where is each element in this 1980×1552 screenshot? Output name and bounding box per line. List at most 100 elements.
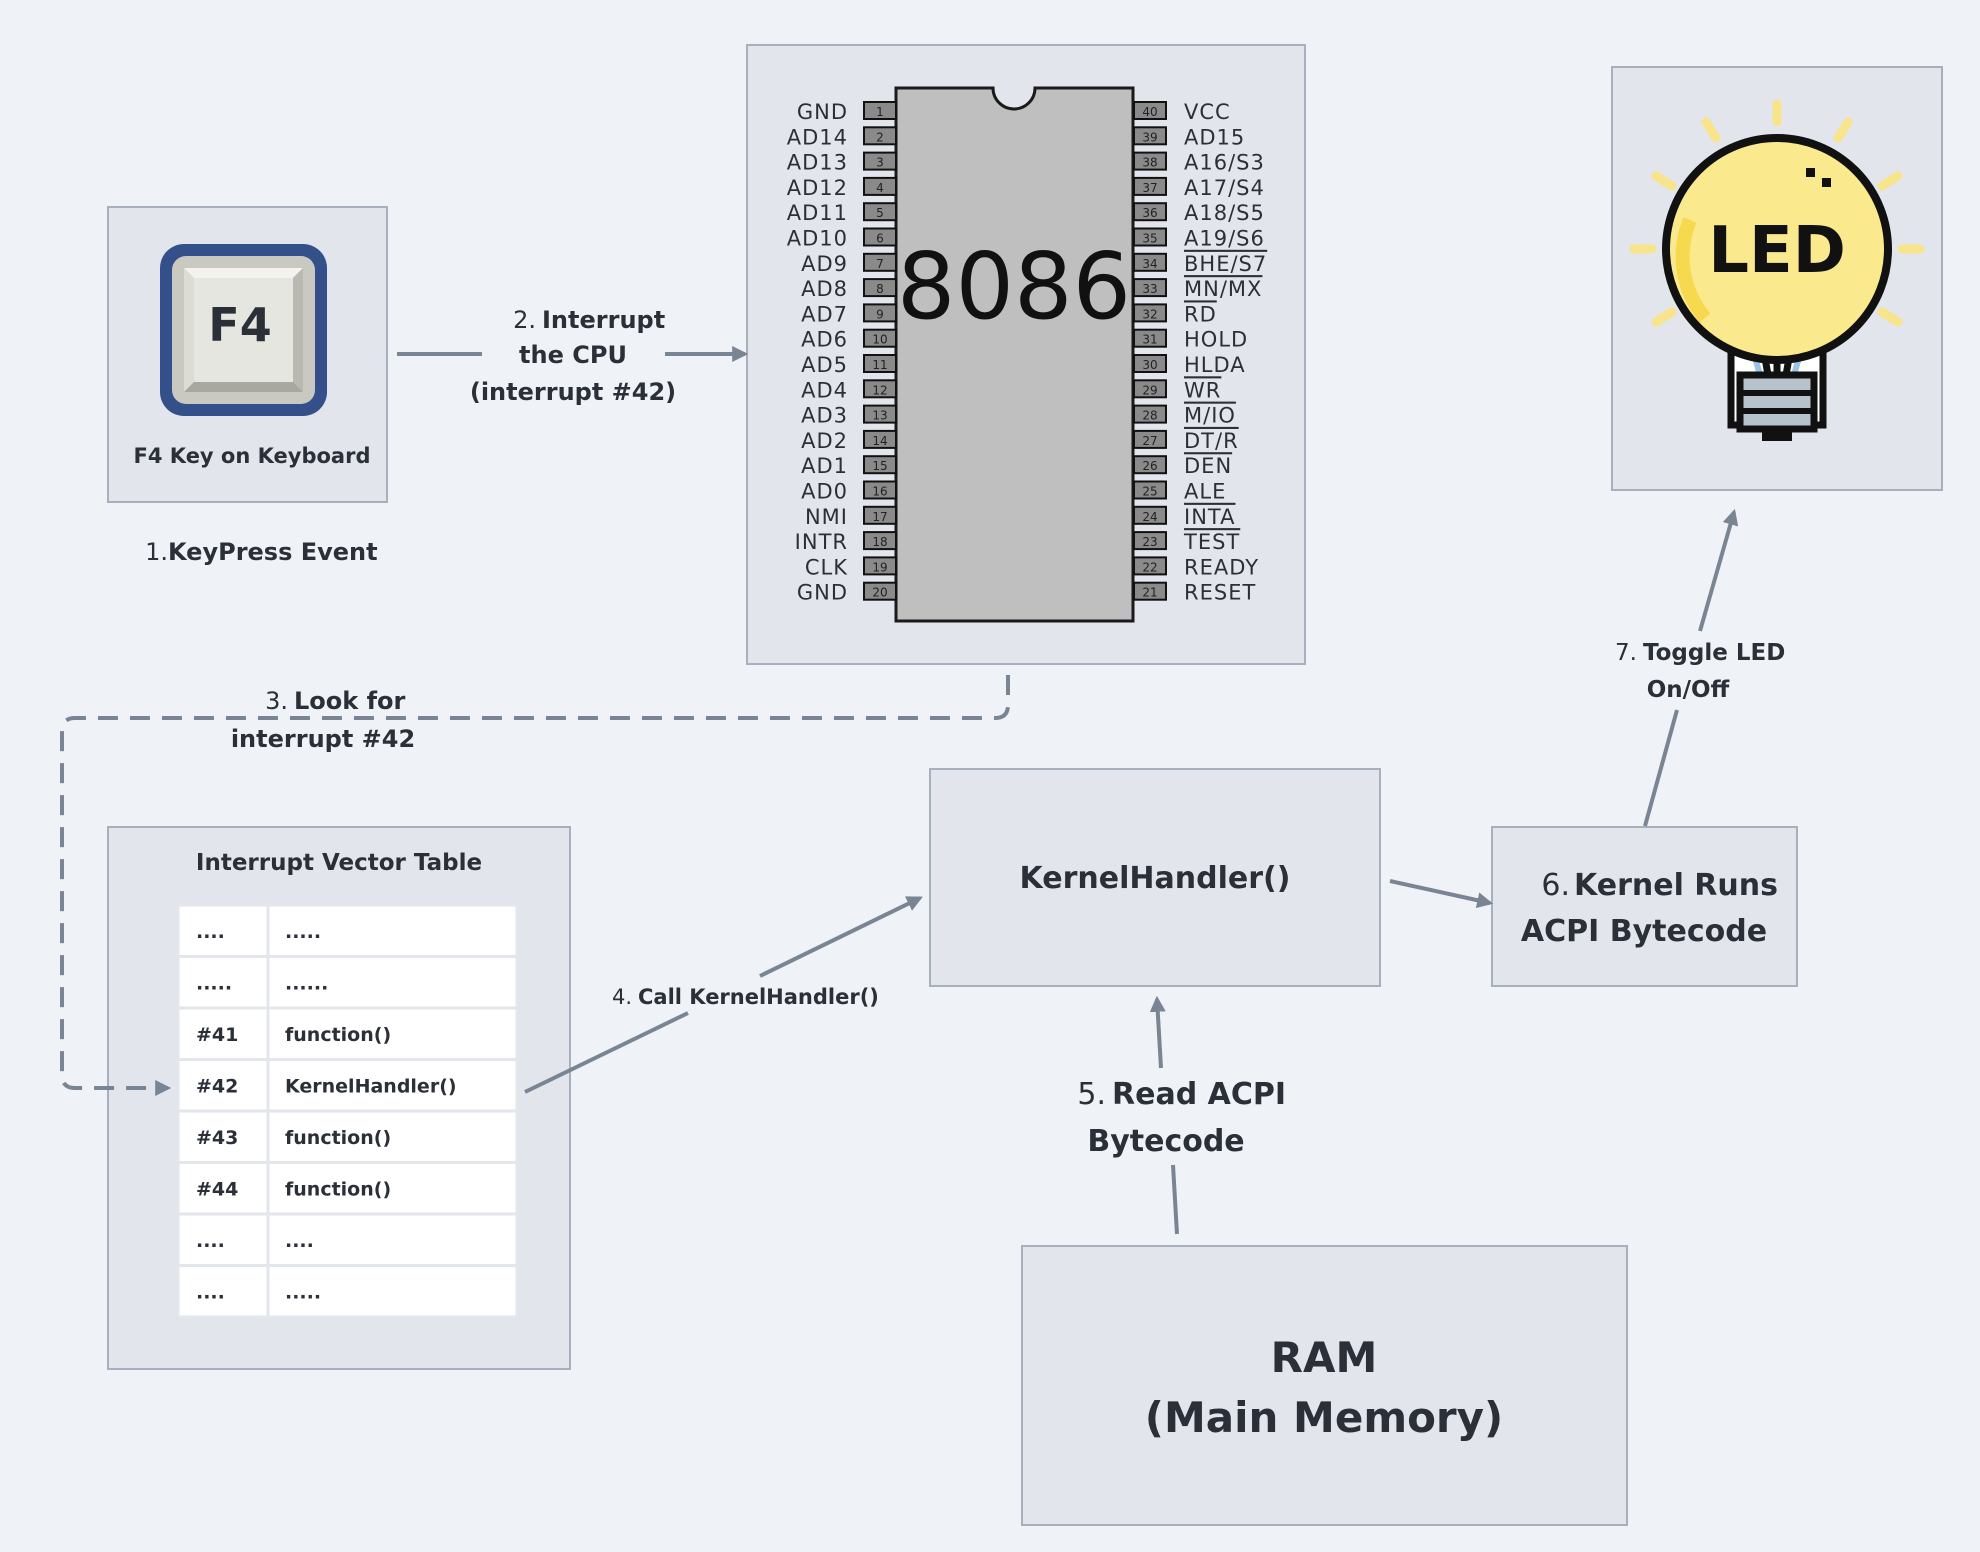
pin-label: DT/R [1184,429,1239,453]
step4-text: Call KernelHandler() [638,985,879,1009]
step2-label: 2. Interrupt the CPU (interrupt #42) [470,306,676,406]
pin-number: 24 [1142,510,1157,524]
pin-label: AD13 [787,151,848,175]
pin-number: 29 [1142,383,1157,397]
pin-label: AD9 [801,252,848,276]
pin-label: TEST [1183,530,1240,554]
pin-label: HOLD [1184,328,1248,352]
pin-number: 14 [872,434,887,448]
ivt-row: #43 function() [176,1109,519,1164]
step2-line3: (interrupt #42) [470,378,676,406]
step7-line1: Toggle LED [1643,640,1785,666]
ivt-row-value: function() [285,1179,391,1201]
pin-number: 37 [1142,181,1157,195]
ivt-row-id: #41 [196,1024,238,1046]
pin-label: RESET [1184,581,1256,605]
pin-number: 26 [1142,459,1157,473]
led-label: LED [1708,214,1846,288]
ivt-row-id: #43 [196,1127,238,1149]
pin-number: 36 [1142,206,1157,220]
cpu-pin-19: 19 CLK [805,555,897,579]
led-node: LED [1611,66,1943,491]
kernel-handler-box [929,768,1381,987]
pin-number: 25 [1142,485,1157,499]
ivt-row: #41 function() [176,1006,519,1061]
pin-number: 35 [1142,232,1157,246]
pin-number: 11 [872,358,887,372]
pin-label: AD10 [787,227,848,251]
ivt-row: ......... [176,903,519,958]
connector-4b [759,896,923,978]
ivt-row: ......... [176,1264,519,1319]
cpu-pin-11: 11 AD5 [801,353,897,377]
step2-line1: Interrupt [542,306,665,334]
pin-label: A16/S3 [1184,151,1265,175]
ivt-row-value: function() [285,1024,391,1046]
cpu-pin-29: 29 WR [1133,378,1221,402]
pin-number: 33 [1142,282,1157,296]
pin-label: GND [797,100,848,124]
cpu-pin-33: 33 MN/MX [1133,277,1262,301]
connectors [60,346,1739,1235]
pin-number: 15 [872,459,887,473]
pin-label: AD3 [801,404,848,428]
pin-label: A18/S5 [1184,201,1265,225]
ivt-row: ........ [176,1212,519,1267]
step1-number: 1. [145,538,168,566]
pin-number: 19 [872,560,887,574]
pin-label: AD5 [801,353,848,377]
ivt-node: Interrupt Vector Table .................… [107,826,571,1370]
keyboard-node: F4 F4 Key on Keyboard [107,206,388,503]
step3-label: 3. Look for interrupt #42 [231,687,415,753]
f4-key-icon: F4 [160,244,327,416]
pin-number: 40 [1142,105,1157,119]
ram-node: RAM (Main Memory) [1021,1245,1628,1526]
pin-number: 22 [1142,560,1157,574]
pin-label: RD [1184,302,1217,326]
pin-number: 38 [1142,156,1157,170]
pin-number: 3 [876,156,884,170]
pin-number: 39 [1142,130,1157,144]
step2-line2: the CPU [519,341,627,369]
pin-number: 16 [872,485,887,499]
pin-label: WR [1184,378,1221,402]
pin-label: CLK [805,555,848,579]
ram-line2: (Main Memory) [1145,1393,1503,1442]
step3-number: 3. [265,687,288,715]
step3-line2: interrupt #42 [231,725,415,753]
ivt-row-value: function() [285,1127,391,1149]
connector-5a [1171,1164,1179,1235]
cpu-pin-36: 36 A18/S5 [1133,201,1265,225]
pin-number: 21 [1142,586,1157,600]
pin-number: 13 [872,409,887,423]
connector-4a [524,1011,689,1094]
ivt-row-id: ..... [196,973,232,995]
pin-label: VCC [1184,100,1231,124]
cpu-name: 8086 [897,233,1131,340]
connector-5b [1149,995,1166,1069]
pin-label: MN/MX [1184,277,1262,301]
step1-label: KeyPress Event [168,538,378,566]
keyboard-caption: F4 Key on Keyboard [134,444,371,468]
pin-label: AD4 [801,378,848,402]
ivt-row-value: KernelHandler() [285,1076,457,1098]
